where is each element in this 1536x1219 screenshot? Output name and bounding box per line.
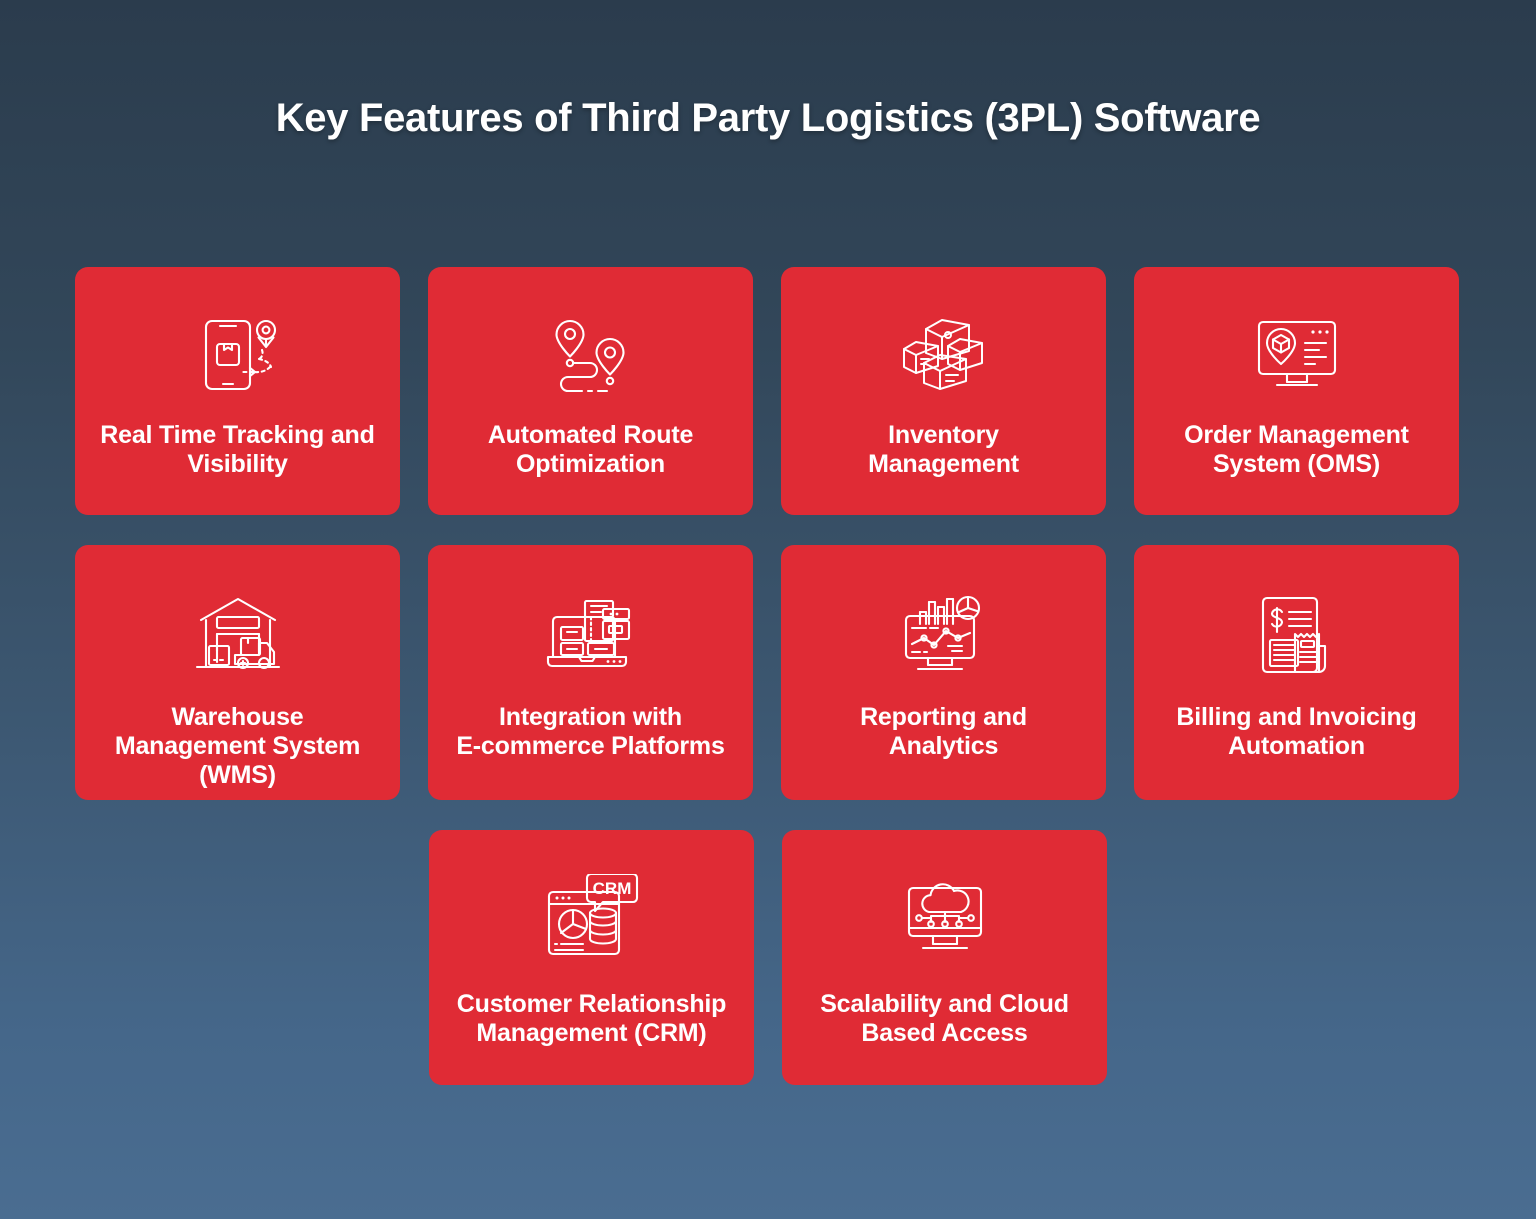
feature-card-order-management[interactable]: Order Management System (OMS) [1134, 267, 1459, 515]
feature-card-billing-invoicing[interactable]: Billing and Invoicing Automation [1134, 545, 1459, 800]
feature-card-scalability-cloud[interactable]: Scalability and Cloud Based Access [782, 830, 1107, 1085]
feature-card-label: Automated Route Optimization [487, 421, 694, 478]
feature-card-label: Inventory Management [868, 421, 1019, 478]
feature-card-label: Billing and Invoicing Automation [1176, 703, 1417, 760]
warehouse-truck-icon [191, 585, 285, 685]
feature-row-3: CRM Customer Relationship Management (CR… [75, 830, 1461, 1085]
feature-card-label: Order Management System (OMS) [1184, 421, 1409, 478]
feature-card-real-time-tracking[interactable]: Real Time Tracking and Visibility [75, 267, 400, 515]
monitor-package-pin-icon [1251, 305, 1343, 405]
route-pins-icon [546, 305, 636, 405]
crm-bubble-text: CRM [592, 879, 631, 898]
crm-browser-bubble-icon: CRM [543, 868, 641, 968]
feature-card-label: Integration with E-commerce Platforms [456, 703, 725, 760]
feature-grid: Real Time Tracking and Visibility [75, 267, 1461, 1115]
feature-card-label: Real Time Tracking and Visibility [100, 421, 375, 478]
feature-card-label: Warehouse Management System (WMS) [114, 703, 361, 789]
feature-row-1: Real Time Tracking and Visibility [75, 267, 1461, 515]
feature-card-warehouse-management[interactable]: Warehouse Management System (WMS) [75, 545, 400, 800]
monitor-cloud-network-icon [901, 868, 989, 968]
feature-row-2: Warehouse Management System (WMS) [75, 545, 1461, 800]
feature-card-label: Customer Relationship Management (CRM) [456, 990, 727, 1047]
page-title: Key Features of Third Party Logistics (3… [275, 96, 1261, 140]
stacked-boxes-icon [896, 305, 992, 405]
feature-card-ecommerce-integration[interactable]: Integration with E-commerce Platforms [428, 545, 753, 800]
feature-card-automated-route[interactable]: Automated Route Optimization [428, 267, 753, 515]
invoice-receipt-icon [1255, 585, 1339, 685]
feature-card-inventory-management[interactable]: Inventory Management [781, 267, 1106, 515]
laptop-windows-icon [545, 585, 637, 685]
feature-card-label: Reporting and Analytics [860, 703, 1027, 760]
feature-card-label: Scalability and Cloud Based Access [820, 990, 1069, 1047]
feature-card-crm[interactable]: CRM Customer Relationship Management (CR… [429, 830, 754, 1085]
feature-card-reporting-analytics[interactable]: Reporting and Analytics [781, 545, 1106, 800]
mobile-tracking-pin-icon [190, 305, 286, 405]
monitor-charts-icon [898, 585, 990, 685]
